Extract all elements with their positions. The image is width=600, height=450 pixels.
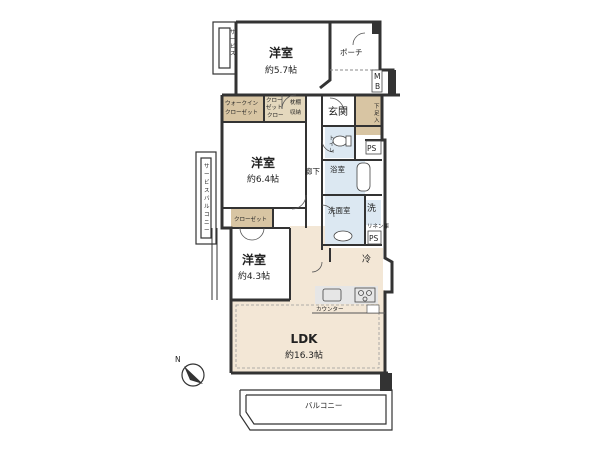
entrance-label: 玄関 [328, 105, 348, 118]
svg-text:入: 入 [374, 118, 380, 124]
svg-text:下: 下 [374, 103, 380, 110]
washroom-label: 洗面室 [328, 205, 351, 215]
shoe-box-fill [355, 95, 381, 135]
service-balcony-side-label: サ ー ビ ス バ ル コ ニ ー [204, 163, 210, 234]
porch-label: ポーチ [340, 48, 363, 57]
svg-text:ル: ル [204, 204, 210, 210]
room-name-western-bottom: 洋室 [242, 252, 266, 267]
service-balcony-top [212, 21, 237, 75]
mb-label: M [374, 72, 380, 81]
bathtub [356, 162, 371, 192]
ps-label-lower: PS [369, 234, 379, 243]
closet-small-label-1: クロー [266, 97, 283, 104]
hallway-label: 廊下 [305, 166, 320, 176]
door-swings [239, 32, 366, 273]
svg-text:ス: ス [230, 50, 236, 57]
svg-text:ー: ー [230, 37, 236, 43]
counter-label: カウンター [316, 305, 344, 313]
svg-text:ト: ト [329, 136, 335, 142]
room-name-western-mid: 洋室 [251, 155, 275, 170]
svg-text:サ: サ [230, 29, 236, 36]
closet-fill-bottom [231, 208, 273, 228]
balcony-label: バルコニー [305, 401, 342, 410]
ps-box-upper [365, 140, 382, 155]
room-name-ldk: LDK [291, 332, 319, 346]
washer-fill [365, 200, 381, 225]
mb-label-2: B [375, 82, 380, 91]
walk-in-closet-label-1: ウォークイン [225, 99, 259, 107]
service-balcony-top-label: サ ー ビ ス [230, 29, 236, 57]
svg-text:イ: イ [329, 142, 335, 148]
svg-text:ビ: ビ [204, 178, 210, 186]
svg-text:レ: レ [329, 148, 335, 154]
closet-fill-mid [264, 95, 306, 122]
bathroom-label: 浴室 [330, 164, 345, 174]
svg-text:ス: ス [204, 187, 210, 194]
mb-box [371, 69, 383, 93]
ps-box-lower [367, 230, 382, 245]
interior-walls [222, 95, 382, 300]
svg-text:足: 足 [374, 110, 380, 117]
wash-basin [333, 230, 353, 242]
closet-bottom-label: クローゼット [234, 215, 267, 223]
toilet-bowl [332, 135, 348, 147]
room-name-western-top: 洋室 [269, 45, 293, 60]
svg-text:ー: ー [204, 228, 210, 234]
room-size-western-top: 約5.7帖 [265, 64, 297, 76]
svg-text:N: N [175, 355, 181, 364]
room-size-western-mid: 約6.4帖 [247, 173, 279, 185]
washer-label: 洗 [367, 202, 376, 214]
stove [354, 287, 376, 303]
toilet-label: ト イ レ [329, 136, 335, 154]
ps-label-upper: PS [367, 144, 377, 153]
closet-small-label-2: ゼット [266, 103, 283, 111]
svg-text:コ: コ [204, 211, 210, 218]
svg-text:ビ: ビ [230, 42, 236, 50]
svg-text:サ: サ [204, 163, 210, 170]
closet-small2-label-1: クロー [267, 112, 284, 119]
shoe-box-label: 下 足 入 [374, 103, 380, 124]
toilet-tank [345, 135, 352, 147]
svg-text:バ: バ [204, 195, 210, 202]
room-size-western-bottom: 約4.3帖 [238, 270, 270, 282]
room-size-ldk: 約16.3帖 [285, 349, 323, 361]
linen-label: リネン庫 [367, 222, 390, 230]
walk-in-closet-label-2: クローゼット [225, 108, 258, 116]
counter-ps-box [366, 304, 380, 314]
porch-post [372, 22, 380, 34]
walk-in-closet-fill [222, 95, 264, 122]
fridge-label: 冷 [362, 253, 371, 265]
service-balcony-side [195, 151, 217, 245]
storage-label: 収納 [290, 108, 302, 116]
ldk-floor [230, 226, 385, 372]
storage-top-label: 枕棚 [290, 98, 302, 106]
ldk-dashed-area [235, 304, 380, 369]
sink [322, 288, 342, 302]
svg-text:ニ: ニ [204, 219, 210, 226]
left-rail [211, 228, 218, 300]
svg-text:ー: ー [204, 172, 210, 178]
balcony-wall-right [380, 70, 396, 391]
north-compass-icon: N [175, 355, 205, 387]
main-balcony [239, 389, 393, 431]
